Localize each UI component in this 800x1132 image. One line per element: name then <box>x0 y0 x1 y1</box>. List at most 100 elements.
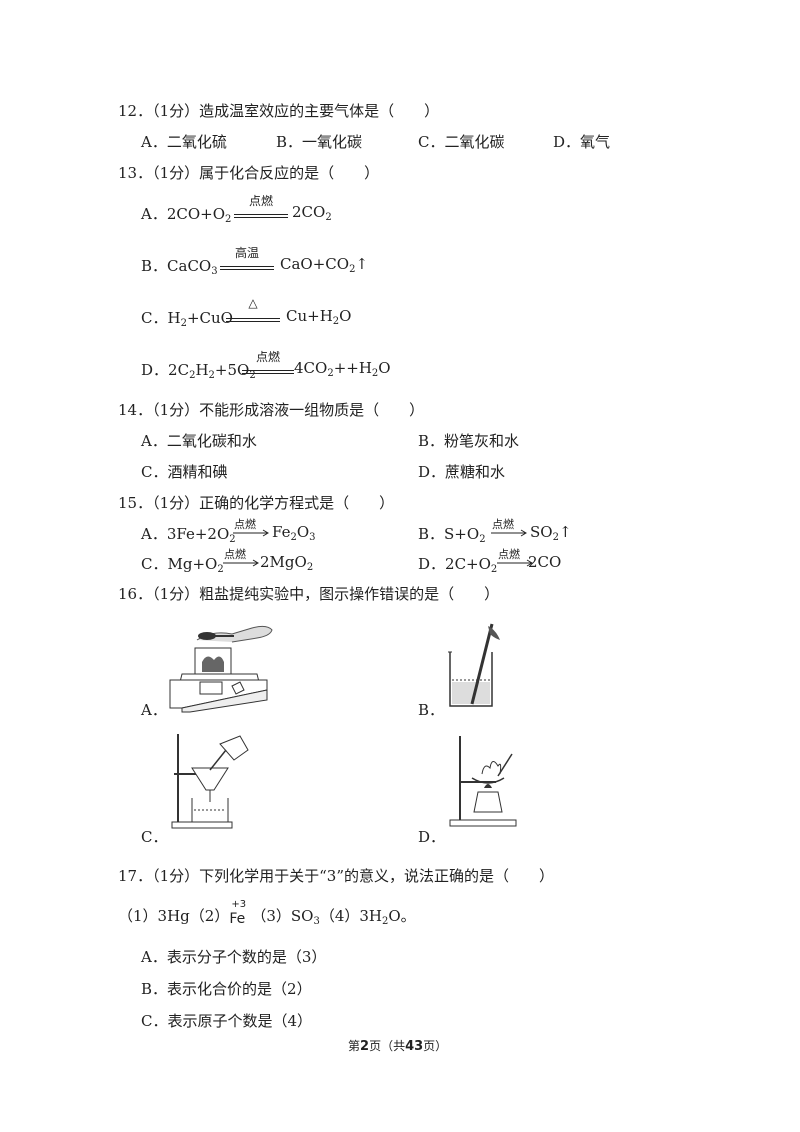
condition-label: △ <box>248 296 258 310</box>
footer-text: 页） <box>423 1039 448 1053</box>
option-label: C． <box>141 555 168 573</box>
valence-superscript: +3 <box>231 899 247 910</box>
subscript: 2 <box>180 318 187 329</box>
subscript: 2 <box>382 916 389 927</box>
q12-option-d: D．氧气 <box>553 133 611 151</box>
page-number: 2 <box>360 1039 370 1054</box>
q13-option-c: C．H2+CuO <box>141 307 233 329</box>
equation-left: +CuO <box>186 309 233 327</box>
q14-stem: 14．（1分）不能形成溶液一组物质是（ ） <box>118 401 425 419</box>
q13-b-condition: 高温 <box>220 246 274 270</box>
q15-stem: 15．（1分）正确的化学方程式是（ ） <box>118 494 395 512</box>
q15-option-b: B．S+O2 <box>418 523 486 545</box>
equation-left: 3Fe+2O <box>166 525 230 543</box>
equals-sign <box>220 266 274 270</box>
subscript: 2 <box>479 534 486 545</box>
q14-option-d: D．蔗糖和水 <box>418 463 506 481</box>
q15-c-cond: 点燃 <box>224 548 246 561</box>
q17-option-a: A．表示分子个数的是（3） <box>141 948 327 966</box>
q15-b-right: SO2↑ <box>530 523 572 543</box>
subscript: 3 <box>211 266 218 277</box>
subscript: 2 <box>325 212 332 223</box>
equation-part: SO <box>530 523 553 541</box>
filtration-figure <box>171 734 249 829</box>
q15-b-arrow <box>491 529 527 537</box>
q15-d-arrow <box>497 559 533 567</box>
option-label: A． <box>141 205 167 223</box>
q14-option-b: B．粉笔灰和水 <box>418 432 520 450</box>
q15-option-a: A．3Fe+2O2 <box>141 523 236 545</box>
q13-a-right: 2CO2 <box>292 203 332 223</box>
q16-label-c: C． <box>141 828 168 846</box>
condition-label: 点燃 <box>255 350 280 364</box>
gas-arrow: ↑ <box>558 523 572 541</box>
q16-label-d: D． <box>418 828 446 846</box>
element-symbol: Fe <box>229 911 246 927</box>
q15-b-cond: 点燃 <box>492 518 514 531</box>
equation-right: 2CO <box>292 203 326 221</box>
subscript: 2 <box>249 370 256 381</box>
condition-label: 点燃 <box>248 194 273 208</box>
q15-a-right: Fe2O3 <box>272 523 316 543</box>
q13-a-condition: 点燃 <box>234 194 288 218</box>
subscript: 2 <box>332 316 340 327</box>
equation-left: 2C+O <box>445 555 491 573</box>
page-footer: 第2页（共43页） <box>348 1037 447 1054</box>
equation-part: O <box>296 523 310 541</box>
q14-option-c: C．酒精和碘 <box>141 463 228 481</box>
equation-left: H <box>167 309 181 327</box>
equation-left: Mg+O <box>167 555 218 573</box>
evaporation-figure <box>449 736 517 827</box>
equals-sign <box>226 318 280 322</box>
subscript: 3 <box>309 532 316 543</box>
q13-option-b: B．CaCO3 <box>141 255 218 277</box>
q14-option-a: A．二氧化碳和水 <box>141 432 257 450</box>
equation-right: Cu+H <box>286 307 333 325</box>
item-text: （4）3H <box>319 907 382 925</box>
q13-c-condition: △ <box>226 296 280 322</box>
q15-d-right: 2CO <box>528 553 562 571</box>
q13-d-condition: 点燃 <box>242 350 294 374</box>
equation-part: Fe <box>272 523 291 541</box>
option-label: B． <box>418 525 445 543</box>
equation-part: ++H <box>333 359 372 377</box>
item-text: （1）3Hg（2） <box>118 907 230 925</box>
footer-text: 第 <box>348 1039 361 1053</box>
item-text: O。 <box>388 907 416 925</box>
option-label: D． <box>418 555 446 573</box>
q16-stem: 16．（1分）粗盐提纯实验中，图示操作错误的是（ ） <box>118 585 500 603</box>
option-label: B． <box>141 257 168 275</box>
gas-arrow: ↑ <box>355 255 369 273</box>
q12-option-b: B．一氧化碳 <box>276 133 363 151</box>
equation-left: CaCO <box>167 257 212 275</box>
q12-option-c: C．二氧化碳 <box>418 133 505 151</box>
q17-option-c: C．表示原子个数是（4） <box>141 1012 313 1030</box>
subscript: 2 <box>306 562 314 573</box>
option-label: D． <box>141 361 169 379</box>
equals-sign <box>234 214 288 218</box>
subscript: 2 <box>290 532 297 543</box>
condition-label: 高温 <box>234 246 259 260</box>
subscript: 2 <box>189 370 196 381</box>
q17-option-b: B．表示化合价的是（2） <box>141 980 312 998</box>
q17-stem: 17．（1分）下列化学用于关于“3”的意义，说法正确的是（ ） <box>118 867 555 885</box>
equation-part: H <box>195 361 209 379</box>
equation-left: S+O <box>444 525 480 543</box>
q13-option-a: A．2CO+O2 <box>141 203 231 225</box>
subscript: 2 <box>229 534 236 545</box>
q13-stem: 13．（1分）属于化合反应的是（ ） <box>118 164 380 182</box>
subscript: 2 <box>327 368 334 379</box>
equation-part: +5O <box>214 361 250 379</box>
equation-part: 2C <box>168 361 190 379</box>
q15-c-right: 2MgO2 <box>260 553 313 573</box>
q15-option-c: C．Mg+O2 <box>141 553 224 575</box>
equation-part: 4CO <box>294 359 328 377</box>
q12-stem: 12．（1分）造成温室效应的主要气体是（ ） <box>118 102 440 120</box>
q15-a-arrow <box>233 529 269 537</box>
q16-label-a: A． <box>141 701 167 719</box>
total-pages: 43 <box>405 1039 424 1054</box>
subscript: 2 <box>552 532 559 543</box>
q15-a-cond: 点燃 <box>234 518 256 531</box>
equation-left: 2CO+O <box>166 205 226 223</box>
